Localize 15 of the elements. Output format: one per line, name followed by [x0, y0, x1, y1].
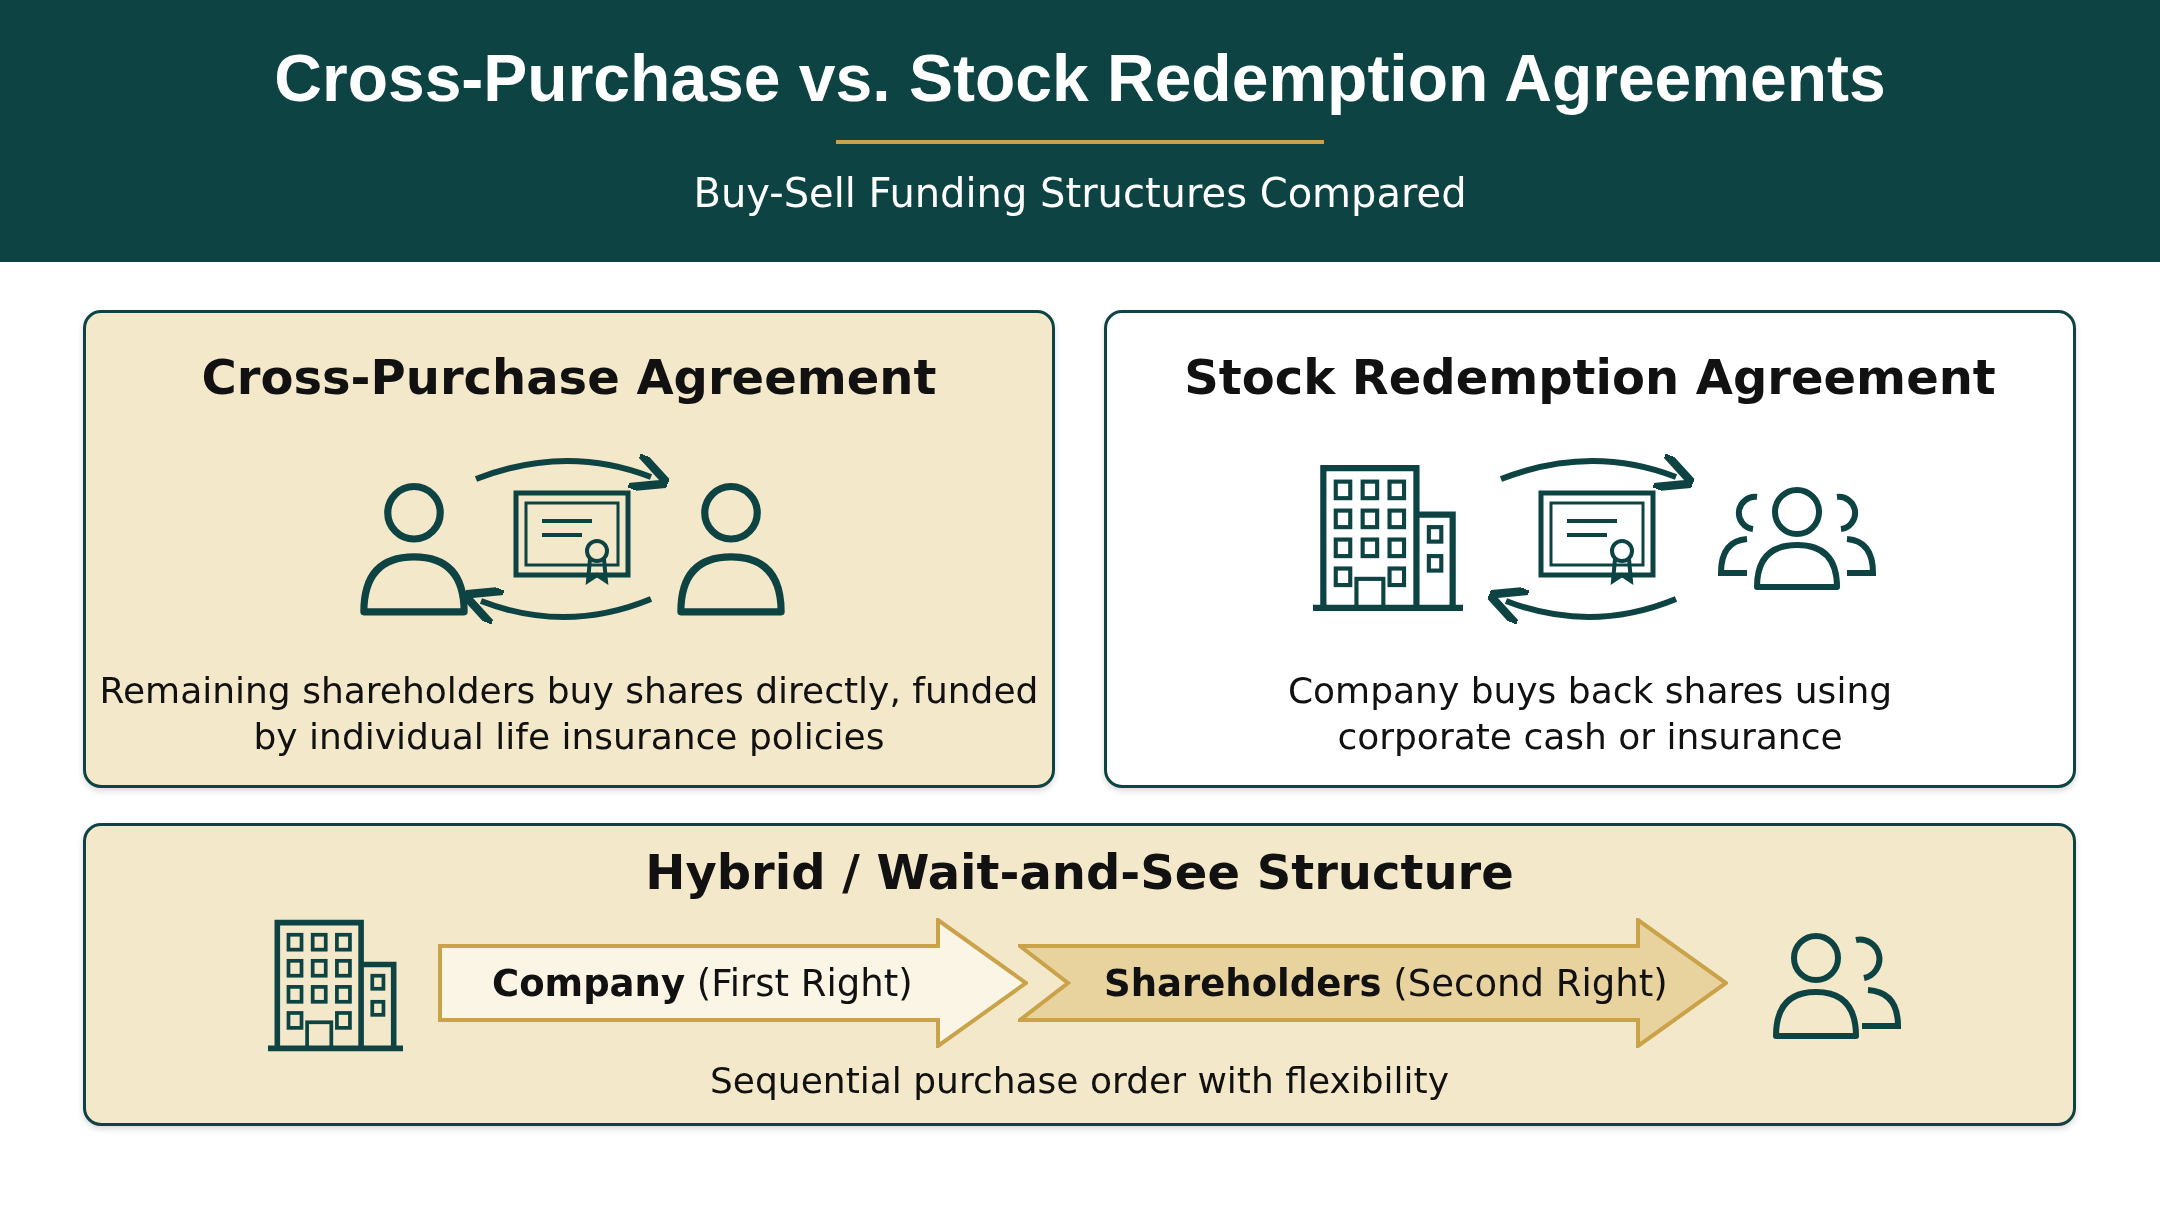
panel-heading: Cross-Purchase Agreement [201, 349, 937, 405]
title: Cross-Purchase vs. Stock Redemption Agreements [274, 40, 1886, 116]
subtitle: Buy-Sell Funding Structures Compared [693, 170, 1467, 216]
chevron-arrow [438, 918, 1028, 1048]
panel-description: Company buys back shares using corporate cash or insurance [1286, 669, 1894, 759]
panel-heading: Stock Redemption Agreement [1184, 349, 1996, 405]
panel-card [1104, 310, 2076, 788]
arrow-label: Shareholders (Second Right) [1104, 961, 1668, 1005]
panel-description: Remaining shareholders buy shares directly, funded by individual life insurance policies [99, 669, 1039, 759]
panel-card [83, 310, 1055, 788]
panel-heading: Hybrid / Wait-and-See Structure [645, 844, 1514, 900]
chevron-arrow [1018, 918, 1728, 1048]
panel-card [83, 823, 2076, 1126]
arrow-label: Company (First Right) [492, 961, 913, 1005]
panel-description: Sequential purchase order with flexibility [709, 1059, 1450, 1103]
